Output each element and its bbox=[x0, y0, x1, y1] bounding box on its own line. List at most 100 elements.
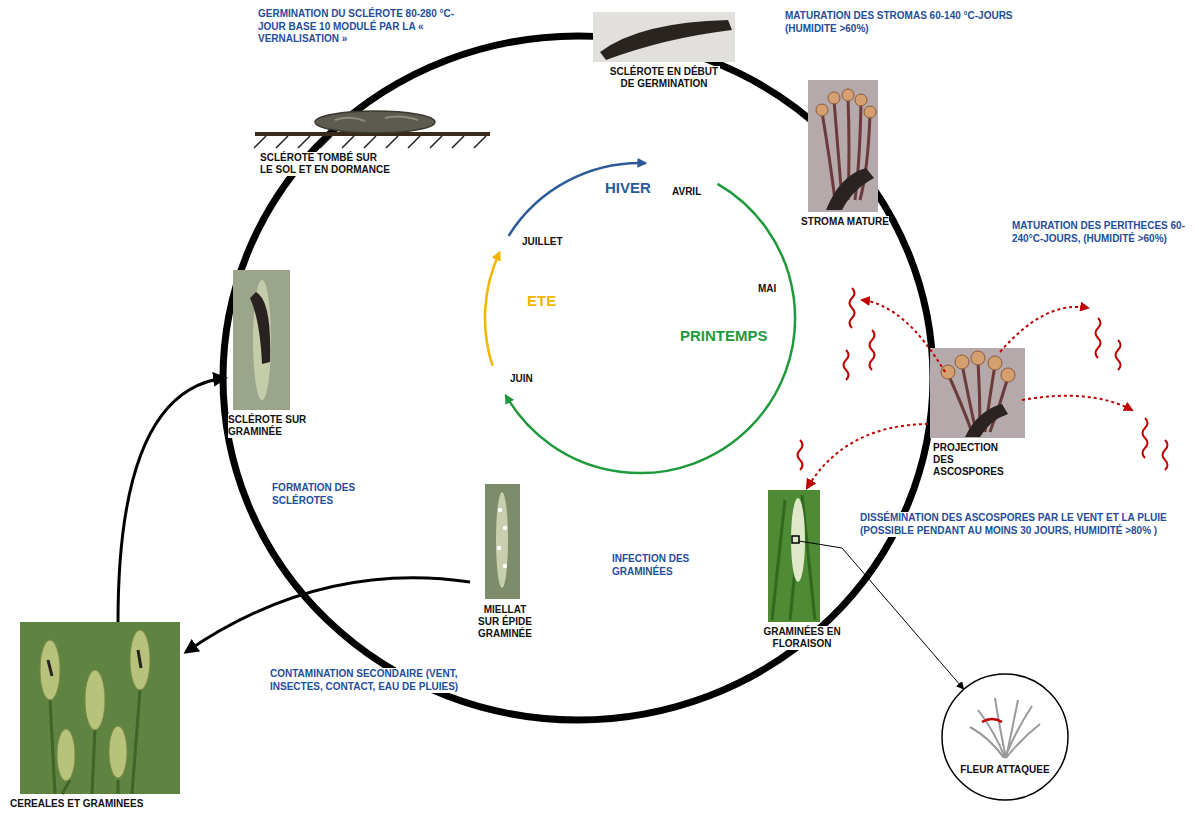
winter-arc bbox=[509, 163, 646, 236]
release-arrow bbox=[862, 300, 945, 372]
photo-ground bbox=[768, 490, 820, 622]
flower-sketch bbox=[970, 698, 1040, 758]
month-label: MAI bbox=[758, 283, 776, 296]
infection-mark bbox=[982, 719, 1002, 722]
ascospore bbox=[870, 330, 875, 370]
stroma-head bbox=[828, 92, 840, 104]
ascospore bbox=[1096, 318, 1101, 358]
cycle-ring bbox=[223, 36, 933, 720]
ascospore bbox=[1143, 418, 1148, 458]
cereal-field-photo bbox=[20, 622, 180, 794]
stroma-heads bbox=[941, 351, 1015, 382]
photo-ground bbox=[485, 484, 520, 599]
photo-caption: MIELLAT SUR ÉPIDE GRAMINÉE bbox=[476, 604, 534, 640]
grass-spike bbox=[791, 498, 805, 582]
cereal-spikes bbox=[40, 630, 150, 781]
month-label: AVRIL bbox=[672, 186, 701, 199]
summer-arc bbox=[485, 253, 500, 366]
mature-stroma-photo bbox=[808, 80, 878, 212]
cycle-connector bbox=[186, 578, 470, 652]
stroma-head bbox=[988, 356, 1002, 370]
month-label: JUIN bbox=[510, 373, 533, 386]
honeydew-drops bbox=[497, 508, 507, 568]
photo-caption: PROJECTION DES ASCOSPORES bbox=[933, 442, 1008, 478]
photo-node: GRAMINÉES EN FLORAISON bbox=[762, 488, 842, 650]
drop bbox=[503, 564, 507, 568]
stroma-head bbox=[941, 365, 955, 379]
stage-note: FORMATION DES SCLÉROTES bbox=[272, 482, 367, 507]
grass-spike bbox=[496, 492, 508, 588]
ascospore bbox=[844, 350, 849, 380]
stage-note: DISSÉMINATION DES ASCOSPORES PAR LE VENT… bbox=[860, 512, 1180, 537]
stage-note: INFECTION DES GRAMINÉES bbox=[612, 553, 707, 578]
photo-ground bbox=[808, 80, 878, 212]
grass-blades bbox=[772, 495, 815, 620]
photo-node: CEREALES ET GRAMINEES bbox=[8, 622, 186, 810]
cereal-spike bbox=[57, 729, 75, 781]
photo-caption: GRAMINÉES EN FLORAISON bbox=[762, 626, 842, 650]
stage-note: MATURATION DES STROMAS 60-140 °C-JOURS (… bbox=[785, 10, 1015, 35]
ascospore bbox=[850, 288, 855, 328]
stroma-head bbox=[955, 355, 969, 369]
stage-note: CONTAMINATION SECONDAIRE (VENT, INSECTES… bbox=[270, 668, 460, 693]
drop bbox=[503, 526, 507, 530]
soil-hatching bbox=[254, 136, 486, 148]
photo-ground bbox=[930, 348, 1025, 438]
sclerotium bbox=[315, 111, 435, 133]
stroma-head bbox=[816, 104, 828, 116]
cycle-connector bbox=[807, 424, 928, 488]
month-label: JUILLET bbox=[522, 236, 563, 249]
ascospore bbox=[1116, 340, 1121, 370]
cycle-connector bbox=[842, 548, 963, 689]
cereal-spike bbox=[85, 670, 105, 730]
photo-caption: CEREALES ET GRAMINEES bbox=[10, 798, 143, 810]
photo-caption: FLEUR ATTAQUEE bbox=[960, 764, 1049, 776]
season-label: HIVER bbox=[605, 180, 651, 197]
photo-node: SCLÉROTE SUR GRAMINÉE bbox=[225, 268, 315, 438]
sclerotium bbox=[826, 168, 874, 210]
germinating-sclerotium-photo bbox=[593, 12, 735, 62]
drop bbox=[498, 508, 502, 512]
photo-node: STROMA MATURE bbox=[790, 78, 900, 228]
photo-ground bbox=[20, 622, 180, 794]
sclerotium-texture bbox=[335, 116, 418, 121]
stage-note: MATURATION DES PERITHECES 60-240°C-JOURS… bbox=[1012, 220, 1192, 245]
cycle-connector bbox=[118, 378, 225, 622]
drop bbox=[497, 546, 501, 550]
photo-node: SCLÉROTE TOMBÉ SUR LE SOL ET EN DORMANCE bbox=[255, 104, 495, 176]
circle-outline bbox=[942, 674, 1068, 800]
sclerotium bbox=[965, 404, 1008, 437]
photo-ground bbox=[593, 12, 735, 62]
stroma-head bbox=[855, 94, 867, 106]
ascospore bbox=[1163, 440, 1168, 470]
stroma-head bbox=[971, 351, 985, 365]
sclerotia bbox=[48, 650, 141, 676]
photo-caption: SCLÉROTE TOMBÉ SUR LE SOL ET EN DORMANCE bbox=[260, 152, 390, 176]
sclerotium bbox=[250, 292, 270, 364]
photo-caption: SCLÉROTE EN DÉBUT DE GERMINATION bbox=[608, 66, 720, 90]
zoom-circle-outline bbox=[940, 672, 1070, 802]
spring-arc bbox=[506, 184, 795, 473]
cereal-spike bbox=[109, 726, 127, 778]
ascospore-release-arrows bbox=[862, 300, 1132, 410]
stroma-head bbox=[864, 106, 876, 118]
season-label: PRINTEMPS bbox=[680, 328, 768, 345]
stage-note: GERMINATION DU SCLÉROTE 80-280 °C-JOUR B… bbox=[258, 8, 473, 46]
stroma-heads bbox=[816, 89, 876, 118]
zoom-circle: FLEUR ATTAQUEE bbox=[940, 672, 1070, 802]
ascospore bbox=[798, 440, 803, 470]
photo-node: MIELLAT SUR ÉPIDE GRAMINÉE bbox=[470, 482, 540, 640]
honeydew-photo bbox=[485, 484, 520, 599]
photo-node: SCLÉROTE EN DÉBUT DE GERMINATION bbox=[590, 10, 738, 90]
soil-with-sclerotium bbox=[254, 111, 490, 148]
photo-caption: STROMA MATURE bbox=[801, 216, 889, 228]
ascospore-projection-photo bbox=[930, 348, 1025, 438]
flowering-grass-photo bbox=[768, 490, 842, 622]
release-arrow bbox=[1000, 307, 1088, 352]
season-label: ETE bbox=[527, 293, 556, 310]
stroma-head bbox=[1001, 368, 1015, 382]
stroma-head bbox=[842, 89, 854, 101]
zoom-leader bbox=[799, 541, 842, 548]
photo-ground bbox=[233, 270, 290, 410]
